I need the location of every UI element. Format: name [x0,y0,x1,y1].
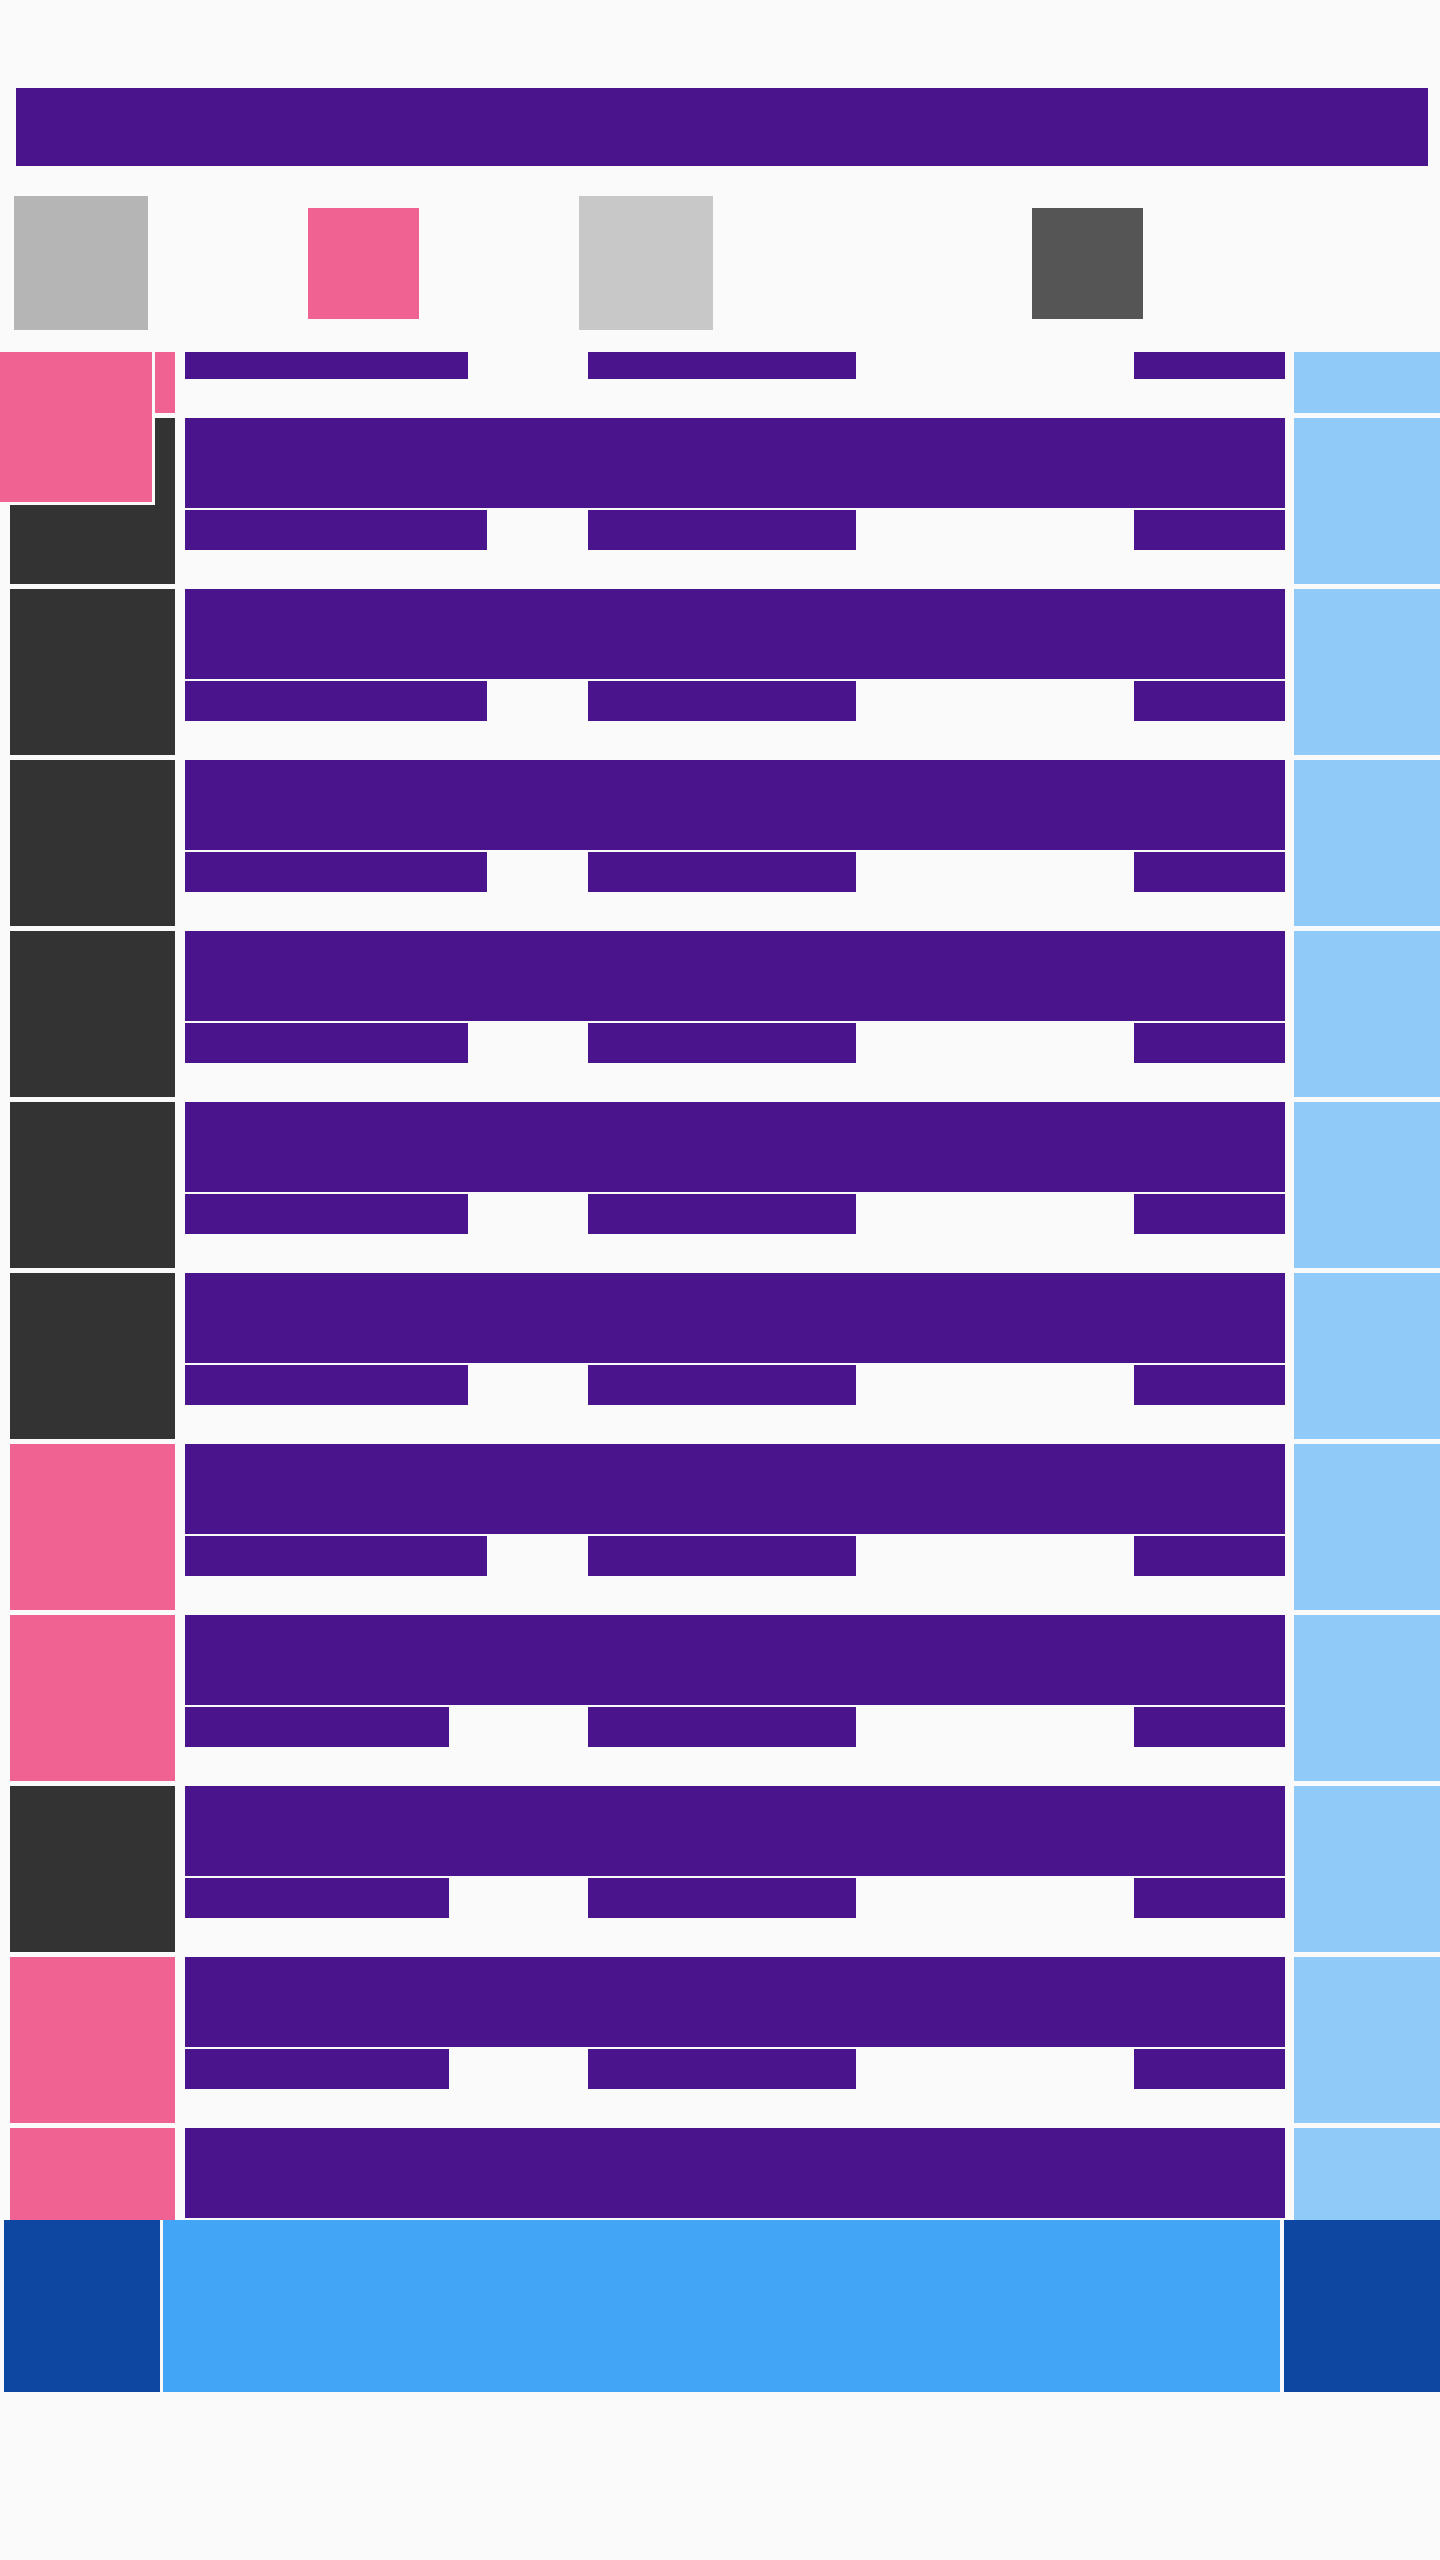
list-item-meta-3 [1134,1878,1285,1918]
list-item-meta-1 [185,1194,468,1234]
list-item-thumbnail[interactable] [10,1615,175,1781]
list-item-thumbnail[interactable] [10,589,175,755]
list-item-meta-1 [185,1023,468,1063]
list-item-title [185,418,1285,508]
list-item-meta-3 [1134,681,1285,721]
list-item[interactable] [0,352,1440,417]
list-item-meta-1 [185,2049,449,2089]
list-item-thumbnail[interactable] [10,1102,175,1268]
list-item-meta-2 [588,510,856,550]
list-item-meta-2 [588,1365,856,1405]
list-item-meta-1 [185,1365,468,1405]
list-item[interactable] [0,1102,1440,1272]
list-item-meta-2 [588,1878,856,1918]
list-item-meta-1 [185,510,487,550]
list-item-meta-3 [1134,1194,1285,1234]
list-item-thumbnail[interactable] [10,1786,175,1952]
list-item-meta-2 [588,2049,856,2089]
list-item-action[interactable] [1294,1102,1440,1268]
results-list[interactable] [0,352,1440,2220]
floating-thumbnail[interactable] [0,352,155,505]
list-item-action[interactable] [1294,1786,1440,1952]
filter-chip-2[interactable] [308,208,419,319]
list-item-meta-2 [588,1536,856,1576]
list-item[interactable] [0,589,1440,759]
list-item-meta-2 [588,352,856,379]
bottom-nav-center-button[interactable] [163,2220,1280,2392]
list-item-meta-3 [1134,352,1285,379]
list-item-thumbnail[interactable] [10,2128,175,2220]
list-item[interactable] [0,2128,1440,2220]
list-item-title [185,931,1285,1021]
list-item[interactable] [0,760,1440,930]
list-item-meta-3 [1134,2049,1285,2089]
filter-chip-1[interactable] [14,196,148,330]
filter-chip-3[interactable] [579,196,713,330]
list-item-title [185,589,1285,679]
list-item-action[interactable] [1294,589,1440,755]
list-item-meta-2 [588,681,856,721]
list-item-meta-1 [185,1707,449,1747]
list-item-meta-3 [1134,1365,1285,1405]
list-item-action[interactable] [1294,2128,1440,2220]
list-item-meta-1 [185,352,468,379]
list-item-meta-2 [588,852,856,892]
list-item-title [185,1786,1285,1876]
list-item-meta-3 [1134,1536,1285,1576]
list-item-meta-2 [588,1707,856,1747]
bottom-navigation [0,2220,1440,2395]
list-item-meta-2 [588,1194,856,1234]
list-item-title [185,1273,1285,1363]
list-item-meta-3 [1134,1023,1285,1063]
bottom-nav-left-button[interactable] [4,2220,160,2392]
list-item-action[interactable] [1294,418,1440,584]
list-item[interactable] [0,1273,1440,1443]
list-item-title [185,1615,1285,1705]
list-item[interactable] [0,1615,1440,1785]
list-item-thumbnail[interactable] [10,1444,175,1610]
list-item-title [185,760,1285,850]
list-item-action[interactable] [1294,1273,1440,1439]
list-item-meta-3 [1134,852,1285,892]
list-item-thumbnail[interactable] [10,931,175,1097]
list-item-action[interactable] [1294,1957,1440,2123]
list-item-action[interactable] [1294,931,1440,1097]
list-item-title [185,1102,1285,1192]
list-item[interactable] [0,1786,1440,1956]
filter-chip-4[interactable] [1032,208,1143,319]
list-item-action[interactable] [1294,352,1440,413]
list-item-title [185,2128,1285,2218]
list-item-meta-3 [1134,1707,1285,1747]
list-item-title [185,1957,1285,2047]
list-item-thumbnail[interactable] [10,760,175,926]
list-item-action[interactable] [1294,1615,1440,1781]
list-item-meta-1 [185,681,487,721]
list-item[interactable] [0,1444,1440,1614]
header-bar [16,88,1428,166]
list-item-meta-1 [185,1536,487,1576]
list-item-thumbnail[interactable] [10,1957,175,2123]
list-item-thumbnail[interactable] [10,1273,175,1439]
list-item-meta-3 [1134,510,1285,550]
list-item-meta-1 [185,852,487,892]
bottom-nav-right-button[interactable] [1284,2220,1440,2392]
list-item-meta-2 [588,1023,856,1063]
list-item-action[interactable] [1294,1444,1440,1610]
list-item[interactable] [0,1957,1440,2127]
list-item-action[interactable] [1294,760,1440,926]
list-item[interactable] [0,931,1440,1101]
list-item-title [185,1444,1285,1534]
list-item-meta-1 [185,1878,449,1918]
list-item[interactable] [0,418,1440,588]
